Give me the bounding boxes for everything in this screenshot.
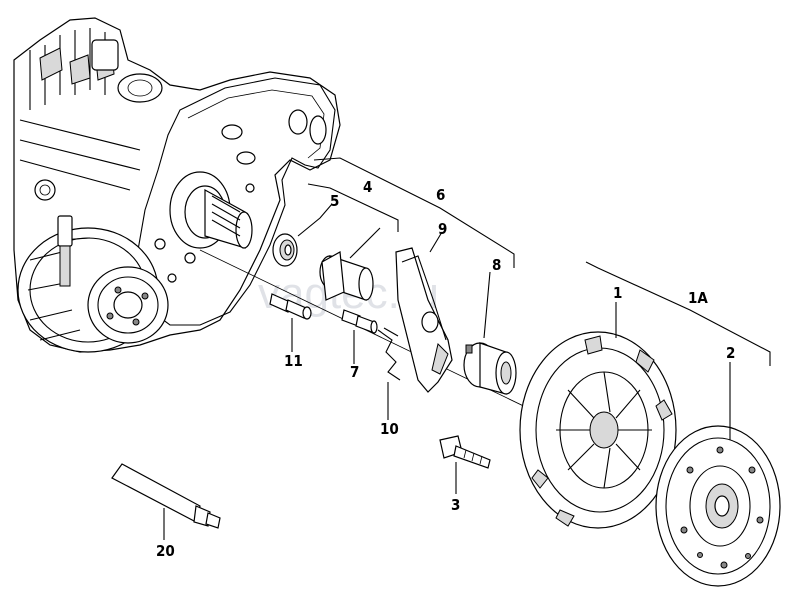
release-lever-icon [395,247,453,393]
callout-20: 20 [156,542,175,560]
oil-seal-icon [272,233,298,267]
callout-9: 9 [438,220,447,238]
callout-3: 3 [451,496,460,514]
callout-11: 11 [284,352,303,370]
pressure-plate-icon [519,331,677,529]
clutch-disc-icon [655,425,781,587]
clip-spring-icon [377,327,401,381]
bolt-icon-3 [439,435,491,469]
callout-1a: 1A [688,289,708,307]
callout-8: 8 [492,256,501,274]
grease-tube-icon [111,463,221,529]
callout-1: 1 [613,284,622,302]
callout-10: 10 [380,420,399,438]
guide-sleeve-icon [319,251,374,301]
callout-2: 2 [726,344,735,362]
callout-7: 7 [350,363,359,381]
callout-5: 5 [330,192,339,210]
gearbox-housing-icon [13,17,341,353]
release-bearing-icon [463,342,517,395]
bolt-icon [269,293,312,320]
callout-6: 6 [436,186,445,204]
bolt-icon-7 [341,309,378,334]
leader-lines [163,157,771,540]
callout-4: 4 [363,178,372,196]
